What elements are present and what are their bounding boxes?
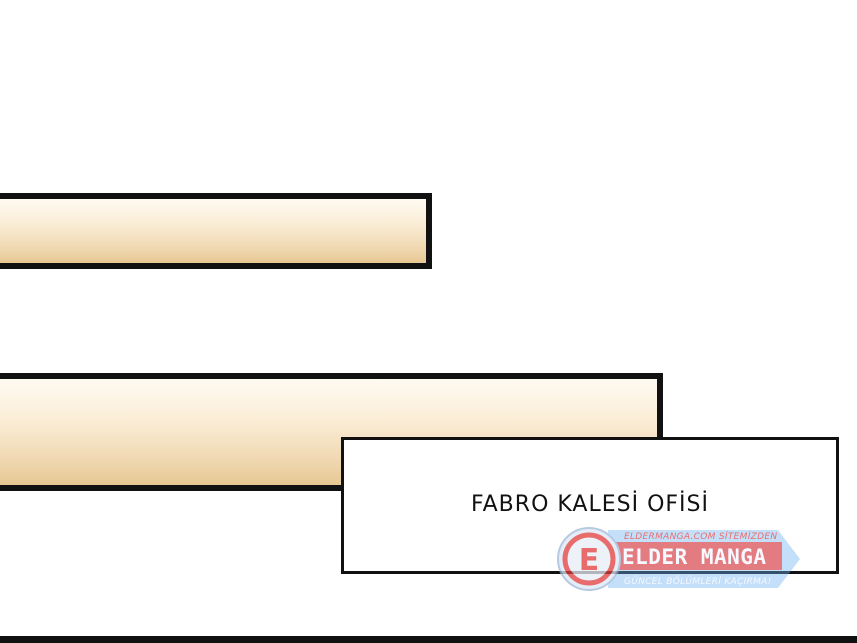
watermark-bottom-line: GÜNCEL BÖLÜMLERİ KAÇIRMA!: [624, 576, 772, 587]
panel-strip-top: [0, 193, 432, 269]
watermark-top-line: ELDERMANGA.COM SİTEMİZDEN: [624, 531, 777, 542]
watermark-brand-bar: [614, 542, 782, 570]
watermark-logo-icon: [562, 532, 616, 586]
elder-manga-watermark: E ELDERMANGA.COM SİTEMİZDEN ELDER MANGA …: [557, 527, 800, 591]
panel-bottom-border: [0, 636, 857, 643]
watermark-brand: ELDER MANGA: [622, 545, 767, 569]
panel-strip-bottom: [0, 373, 663, 491]
watermark-logo-letter: E: [579, 543, 600, 578]
caption-text: FABRO KALESİ OFİSİ: [471, 492, 709, 517]
